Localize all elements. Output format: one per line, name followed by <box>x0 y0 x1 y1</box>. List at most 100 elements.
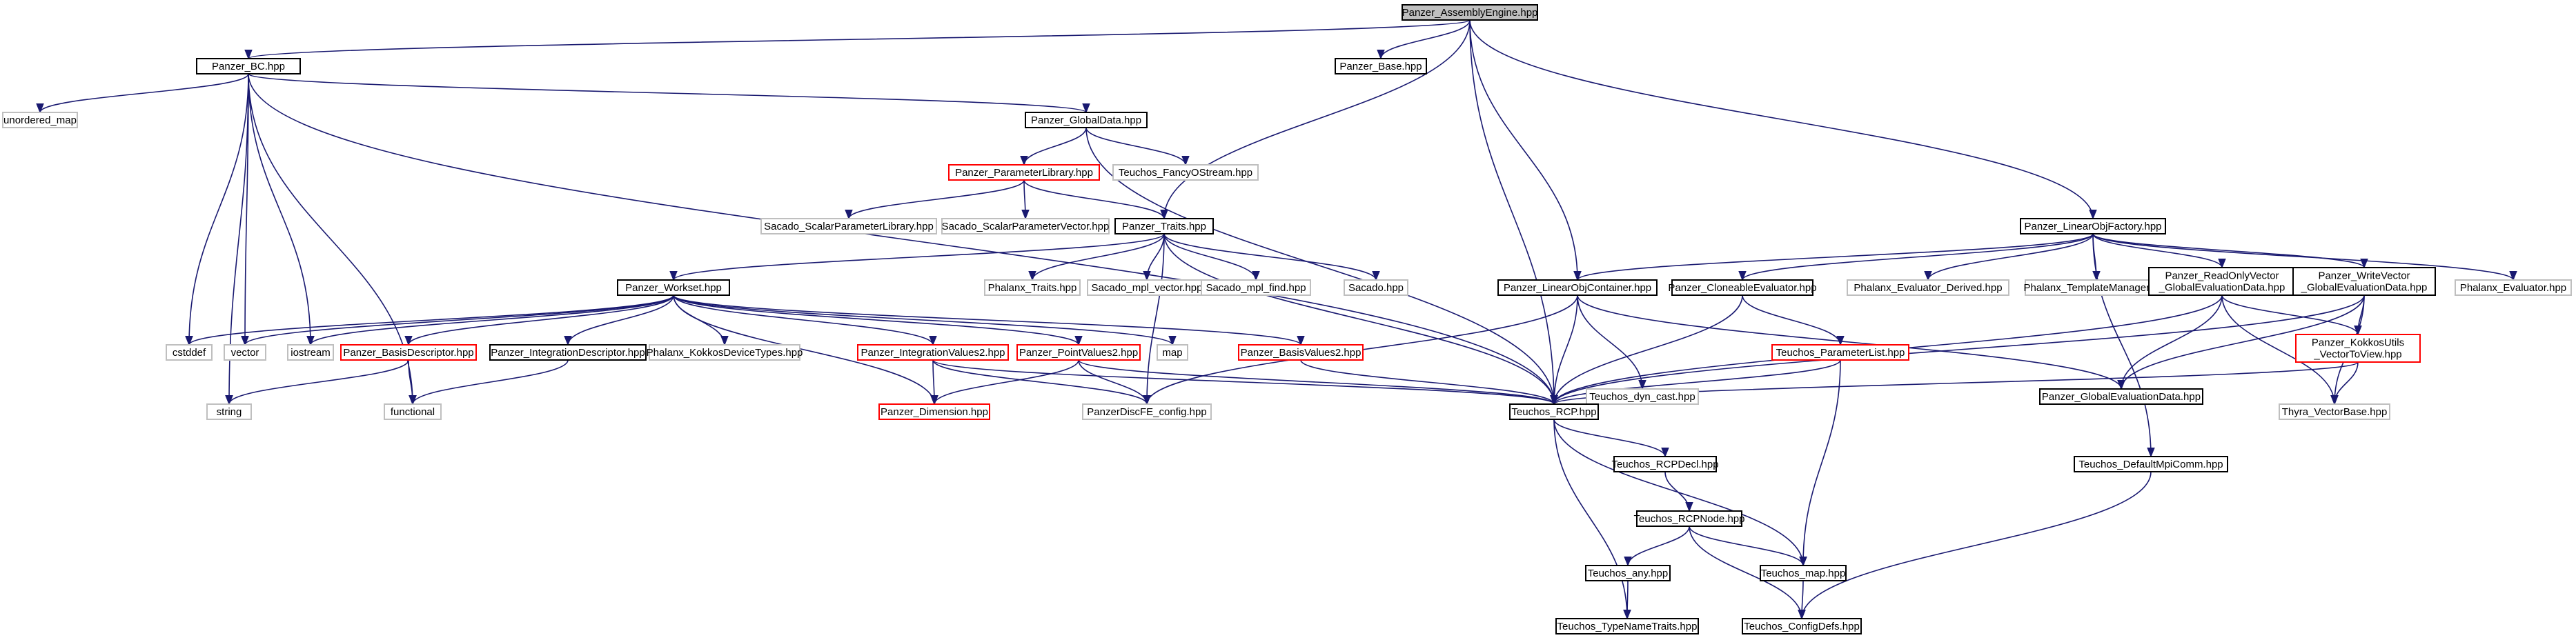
node-label: Thyra_VectorBase.hpp <box>2282 406 2388 418</box>
graph-node-paramlib[interactable]: Panzer_ParameterLibrary.hpp <box>948 164 1100 181</box>
graph-node-writevector[interactable]: Panzer_WriteVector_GlobalEvaluationData.… <box>2292 267 2436 296</box>
graph-node-sacado-spv[interactable]: Sacado_ScalarParameterVector.hpp <box>941 218 1110 234</box>
node-label: Teuchos_ConfigDefs.hpp <box>1744 621 1860 632</box>
graph-node-readonly[interactable]: Panzer_ReadOnlyVector_GlobalEvaluationDa… <box>2148 267 2296 296</box>
dependency-edge <box>241 294 674 346</box>
dependency-edge <box>2117 294 2223 390</box>
graph-node-string[interactable]: string <box>206 403 252 420</box>
dependency-edge <box>1550 294 2365 406</box>
graph-node-dyn-cast[interactable]: Teuchos_dyn_cast.hpp <box>1586 388 1699 405</box>
graph-node-globaldata[interactable]: Panzer_GlobalData.hpp <box>1025 112 1148 128</box>
graph-node-linearobjfactory[interactable]: Panzer_LinearObjFactory.hpp <box>2020 218 2166 234</box>
node-box <box>878 403 990 420</box>
graph-node-rcp[interactable]: Teuchos_RCP.hpp <box>1509 403 1599 420</box>
node-label: Panzer_Base.hpp <box>1339 61 1422 72</box>
graph-node-teuchos-map[interactable]: Teuchos_map.hpp <box>1760 565 1847 581</box>
graph-node-phx-eval-derived[interactable]: Phalanx_Evaluator_Derived.hpp <box>1847 279 2009 296</box>
graph-node-phx-evaluator[interactable]: Phalanx_Evaluator.hpp <box>2455 279 2572 296</box>
graph-node-bc[interactable]: Panzer_BC.hpp <box>196 58 301 74</box>
graph-node-cloneable[interactable]: Panzer_CloneableEvaluator.hpp <box>1668 279 1817 296</box>
graph-node-basisdescriptor[interactable]: Panzer_BasisDescriptor.hpp <box>340 344 477 361</box>
graph-node-typenametraits[interactable]: Teuchos_TypeNameTraits.hpp <box>1555 618 1699 634</box>
node-label: Panzer_AssemblyEngine.hpp <box>1402 7 1538 19</box>
dependency-edge <box>404 294 674 346</box>
dependency-edge <box>248 73 1090 114</box>
dependency-edge <box>1553 419 1669 458</box>
graph-node-thyra-vectorbase[interactable]: Thyra_VectorBase.hpp <box>2279 403 2390 420</box>
dependency-edge <box>1742 294 1845 346</box>
graph-node-iostream[interactable]: iostream <box>287 344 334 361</box>
node-box <box>224 344 266 361</box>
node-label: Phalanx_TemplateManager.hpp <box>2024 282 2170 294</box>
graph-node-integrationdescriptor[interactable]: Panzer_IntegrationDescriptor.hpp <box>489 344 647 361</box>
graph-node-rcpnode[interactable]: Teuchos_RCPNode.hpp <box>1634 510 1745 527</box>
node-label: _GlobalEvaluationData.hpp <box>2159 281 2285 293</box>
dependency-edge <box>1020 127 1087 166</box>
dependency-edge <box>1023 179 1168 220</box>
node-label: unordered_map <box>3 114 77 126</box>
graph-node-phalanx-traits[interactable]: Phalanx_Traits.hpp <box>984 279 1081 296</box>
graph-node-sacado-mpl-vector[interactable]: Sacado_mpl_vector.hpp <box>1087 279 1207 296</box>
graph-node-dimension[interactable]: Panzer_Dimension.hpp <box>878 403 990 420</box>
graph-node-phx-kokkos-device[interactable]: Phalanx_KokkosDeviceTypes.hpp <box>647 344 803 361</box>
dependency-edge <box>1028 233 1165 281</box>
graph-node-base[interactable]: Panzer_Base.hpp <box>1335 58 1427 74</box>
node-box <box>941 218 1110 234</box>
graph-node-pointvalues2[interactable]: Panzer_PointValues2.hpp <box>1016 344 1141 361</box>
dependency-edge <box>409 359 569 406</box>
graph-node-configdefs[interactable]: Teuchos_ConfigDefs.hpp <box>1742 618 1862 634</box>
graph-node-kokkosutils[interactable]: Panzer_KokkosUtils_VectorToView.hpp <box>2295 334 2421 363</box>
graph-node-functional[interactable]: functional <box>384 403 442 420</box>
node-label: Panzer_PointValues2.hpp <box>1019 347 1138 359</box>
graph-node-fancyostream[interactable]: Teuchos_FancyOStream.hpp <box>1112 164 1259 181</box>
node-label: Phalanx_Evaluator_Derived.hpp <box>1854 282 2002 294</box>
graph-node-sacado-mpl-find[interactable]: Sacado_mpl_find.hpp <box>1201 279 1311 296</box>
graph-node-sacado-spl[interactable]: Sacado_ScalarParameterLibrary.hpp <box>760 218 937 234</box>
graph-node-unordered-map[interactable]: unordered_map <box>2 112 78 128</box>
graph-node-traits[interactable]: Panzer_Traits.hpp <box>1114 218 1214 234</box>
graph-node-vector[interactable]: vector <box>224 344 266 361</box>
dependency-edge <box>1798 471 2152 620</box>
node-label: Panzer_KokkosUtils <box>2312 337 2404 348</box>
node-box <box>1335 58 1427 74</box>
graph-node-globalevaldata[interactable]: Panzer_GlobalEvaluationData.hpp <box>2039 388 2203 405</box>
node-box <box>287 344 334 361</box>
dependency-edge <box>2092 233 2155 458</box>
graph-node-linearobjcontainer[interactable]: Panzer_LinearObjContainer.hpp <box>1497 279 1658 296</box>
graph-node-discfe-config[interactable]: PanzerDiscFE_config.hpp <box>1082 403 1212 420</box>
dependency-edge <box>1469 19 1558 406</box>
node-label: Sacado.hpp <box>1348 282 1404 294</box>
node-box <box>206 403 252 420</box>
graph-node-root[interactable]: Panzer_AssemblyEngine.hpp <box>1402 4 1538 21</box>
graph-node-rcpdecl[interactable]: Teuchos_RCPDecl.hpp <box>1611 456 1719 472</box>
dependency-edge <box>1163 233 1380 281</box>
graph-node-paramlist[interactable]: Teuchos_ParameterList.hpp <box>1771 344 1909 361</box>
graph-node-defaultmpicomm[interactable]: Teuchos_DefaultMpiComm.hpp <box>2074 456 2228 472</box>
node-box <box>1585 565 1671 581</box>
graph-node-cstddef[interactable]: cstddef <box>166 344 213 361</box>
node-label: _VectorToView.hpp <box>2313 348 2401 360</box>
node-label: Teuchos_RCP.hpp <box>1511 406 1596 418</box>
dependency-edge <box>36 73 249 114</box>
graph-node-map[interactable]: map <box>1157 344 1188 361</box>
graph-node-phx-template-mgr[interactable]: Phalanx_TemplateManager.hpp <box>2024 279 2170 296</box>
node-label: Panzer_LinearObjFactory.hpp <box>2025 221 2162 232</box>
dependency-edge <box>2092 233 2226 269</box>
graph-node-basisvalues2[interactable]: Panzer_BasisValues2.hpp <box>1238 344 1364 361</box>
graph-node-sacado[interactable]: Sacado.hpp <box>1344 279 1408 296</box>
graph-node-any[interactable]: Teuchos_any.hpp <box>1585 565 1671 581</box>
node-label: functional <box>391 406 435 418</box>
graph-node-integrationvalues2[interactable]: Panzer_IntegrationValues2.hpp <box>857 344 1009 361</box>
node-box <box>2455 279 2572 296</box>
dependency-edge <box>1799 359 1841 567</box>
node-box <box>1114 218 1214 234</box>
graph-node-workset[interactable]: Panzer_Workset.hpp <box>617 279 730 296</box>
node-label: PanzerDiscFE_config.hpp <box>1087 406 1206 418</box>
dependency-edge <box>248 73 315 346</box>
dependency-edge <box>673 294 1177 346</box>
node-box <box>984 279 1081 296</box>
node-label: Teuchos_dyn_cast.hpp <box>1589 391 1695 403</box>
dependency-edge <box>1021 179 1030 220</box>
node-label: cstddef <box>173 347 206 359</box>
